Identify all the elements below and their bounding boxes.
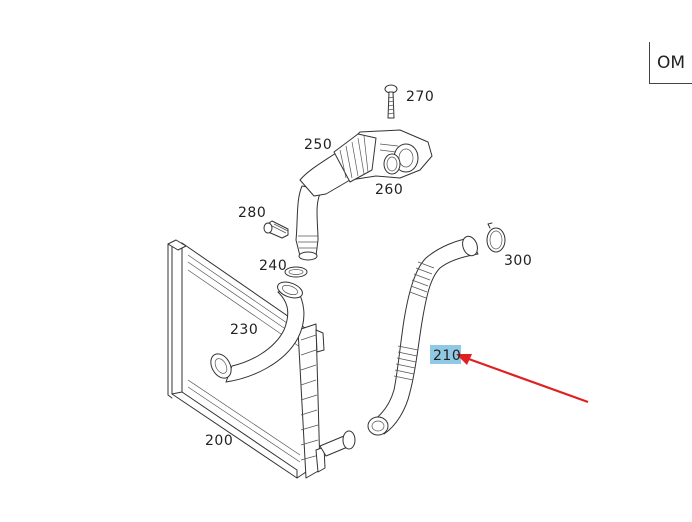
label-260[interactable]: 260 [375, 182, 403, 198]
hose-part-210[interactable] [367, 234, 480, 436]
clamp-part-240[interactable] [284, 266, 308, 278]
om-corner-label: OM [649, 42, 692, 84]
label-230[interactable]: 230 [230, 322, 258, 338]
label-300[interactable]: 300 [504, 253, 532, 269]
hose-part-250-lower[interactable] [295, 185, 323, 261]
intercooler-part-200[interactable] [167, 239, 326, 479]
label-200[interactable]: 200 [205, 433, 233, 449]
screw-part-270[interactable] [384, 84, 398, 119]
label-240[interactable]: 240 [259, 258, 287, 274]
label-280[interactable]: 280 [238, 205, 266, 221]
pipe-part-250[interactable] [299, 129, 433, 197]
label-highlight-210 [430, 345, 461, 364]
oring-part-260[interactable] [383, 153, 401, 175]
clamp-part-300[interactable] [486, 222, 506, 253]
label-270[interactable]: 270 [406, 89, 434, 105]
connector-pipe[interactable] [319, 430, 356, 457]
label-250[interactable]: 250 [304, 137, 332, 153]
red-arrow-icon [456, 354, 589, 404]
label-210[interactable]: 210 [433, 348, 461, 364]
hose-part-230[interactable] [207, 279, 305, 383]
bolt-part-280[interactable] [263, 220, 289, 239]
